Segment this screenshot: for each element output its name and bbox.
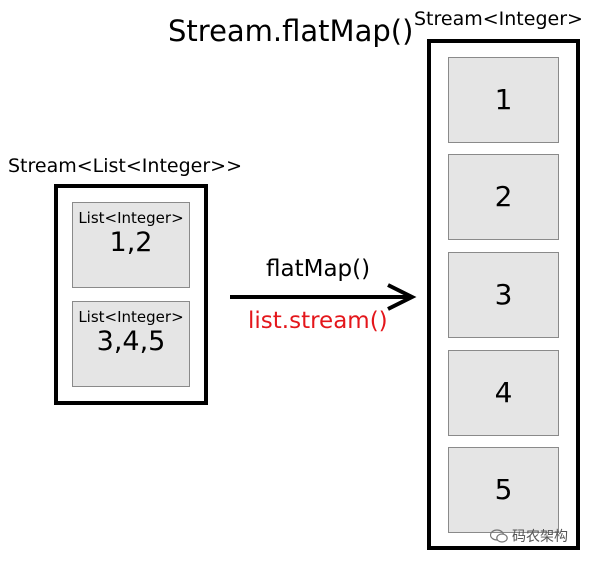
operation-label: flatMap() bbox=[266, 256, 371, 282]
list-item-type: List<Integer> bbox=[78, 308, 184, 326]
list-item-type: List<Integer> bbox=[78, 209, 184, 227]
watermark-text: 码农架构 bbox=[512, 529, 568, 545]
arrow-icon bbox=[230, 283, 417, 311]
list-item-values: 3,4,5 bbox=[96, 326, 166, 357]
watermark: 码农架构 bbox=[490, 526, 568, 546]
source-stream-label: Stream<List<Integer>> bbox=[8, 155, 242, 177]
integer-item: 5 bbox=[448, 447, 559, 533]
function-label: list.stream() bbox=[248, 308, 388, 334]
result-stream-label: Stream<Integer> bbox=[414, 8, 583, 30]
list-item-values: 1,2 bbox=[109, 227, 153, 258]
list-item: List<Integer> 3,4,5 bbox=[72, 301, 190, 387]
integer-item: 3 bbox=[448, 252, 559, 338]
integer-item: 1 bbox=[448, 57, 559, 143]
integer-item: 2 bbox=[448, 154, 559, 240]
diagram-title: Stream.flatMap() bbox=[168, 14, 414, 48]
wechat-icon bbox=[490, 529, 508, 543]
integer-item: 4 bbox=[448, 350, 559, 436]
list-item: List<Integer> 1,2 bbox=[72, 202, 190, 288]
